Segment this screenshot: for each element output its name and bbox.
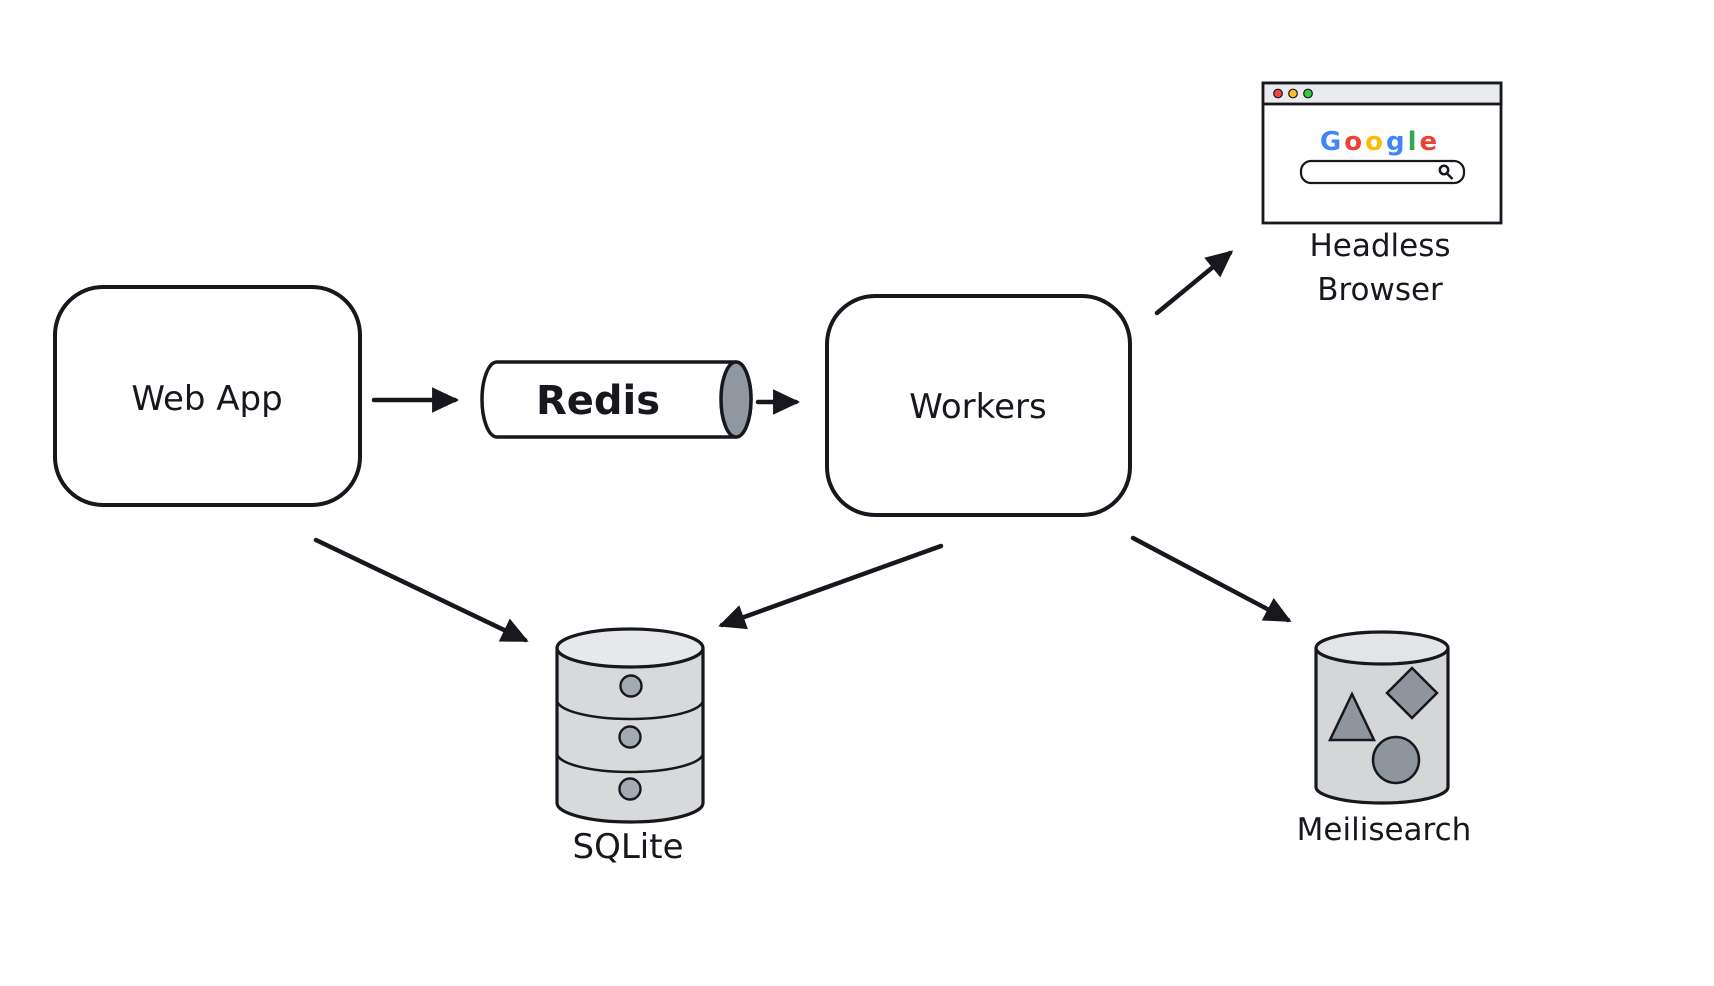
- workers-box: [825, 294, 1132, 517]
- headless-browser-label-line2: Browser: [1317, 272, 1443, 308]
- browser-search-box: [1299, 159, 1466, 185]
- sqlite-dot-1: [619, 674, 643, 698]
- circle-shape: [1371, 735, 1421, 785]
- headless-browser-label-line1: Headless: [1309, 228, 1450, 264]
- sqlite-cylinder-top: [555, 627, 705, 669]
- window-dot-red: [1273, 88, 1283, 99]
- google-letter: l: [1408, 127, 1420, 157]
- redis-cylinder-cap: [719, 360, 753, 439]
- node-meilisearch: Meilisearch: [1297, 630, 1472, 848]
- diamond-shape: [1385, 666, 1439, 720]
- browser-titlebar: [1261, 81, 1503, 106]
- window-dot-green: [1303, 88, 1313, 99]
- workers-label: Workers: [909, 387, 1047, 427]
- arrow-workers-to-sqlite: [718, 543, 944, 630]
- browser-window: [1261, 81, 1503, 225]
- google-letter: e: [1420, 127, 1441, 157]
- sqlite-dot-3: [618, 777, 642, 801]
- node-headless-browser: Google Headless Browser: [1261, 81, 1503, 308]
- google-letter: o: [1365, 127, 1386, 157]
- arrow-workers-to-meilisearch: [1130, 535, 1292, 623]
- web-app-box: [53, 285, 362, 507]
- meilisearch-bucket-top: [1314, 630, 1450, 666]
- meilisearch-label: Meilisearch: [1297, 812, 1472, 848]
- google-letter: G: [1320, 127, 1344, 157]
- node-redis: Redis: [480, 360, 753, 439]
- web-app-label: Web App: [131, 379, 282, 419]
- sqlite-separator-2: [555, 752, 705, 774]
- search-icon: [1438, 164, 1454, 180]
- triangle-shape: [1328, 691, 1376, 742]
- google-letter: g: [1386, 127, 1408, 157]
- node-workers: Workers: [825, 294, 1132, 517]
- sqlite-dot-2: [618, 725, 642, 749]
- node-web-app: Web App: [53, 285, 362, 507]
- sqlite-label: SQLite: [573, 827, 684, 867]
- node-sqlite: SQLite: [555, 627, 705, 867]
- sqlite-separator-1: [555, 699, 705, 721]
- window-dot-yellow: [1288, 88, 1298, 99]
- google-letter: o: [1344, 127, 1365, 157]
- arrow-workers-to-browser: [1154, 250, 1234, 316]
- arrow-webapp-to-sqlite: [313, 537, 529, 643]
- google-logo: Google: [1320, 127, 1440, 157]
- redis-label: Redis: [536, 378, 660, 424]
